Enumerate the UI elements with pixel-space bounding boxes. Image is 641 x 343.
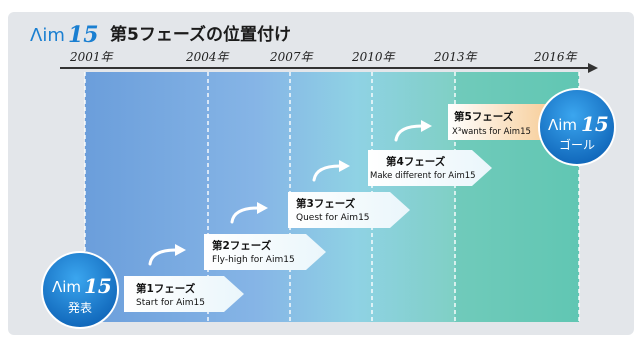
header: Λim 15 第5フェーズの位置付け [30,22,291,48]
year-label-2001: 2001年 [69,50,115,64]
connector-arrow-2 [230,206,260,224]
phase-arrow-1: 第1フェーズ Start for Aim15 [124,276,244,312]
connector-arrow-3 [312,164,342,182]
phase-subtitle-5: X³wants for Aim15 [452,127,531,137]
start-badge-label: 発表 [68,301,92,315]
connector-arrowheads [175,120,432,256]
year-label-2004: 2004年 [185,50,231,64]
year-label-2007: 2007年 [269,50,315,64]
phase-arrow-5: 第5フェーズ X³wants for Aim15 [448,104,566,140]
start-badge-logo-prefix: Λim [52,278,81,296]
phase-arrow-shape-5 [448,104,566,140]
phase-arrow-2: 第2フェーズ Fly-high for Aim15 [204,234,326,270]
phase-title-4: 第4フェーズ [386,155,446,168]
phase-arrow-4: 第4フェーズ Make different for Aim15 [368,150,492,186]
phase-title-2: 第2フェーズ [212,239,272,252]
phase-arrow-shape-3 [288,192,410,228]
phase-title-3: 第3フェーズ [296,197,356,210]
year-label-2016: 2016年 [533,50,579,64]
goal-badge-logo-number: 15 [581,112,609,136]
phase-subtitle-3: Quest for Aim15 [296,213,370,223]
year-label-2010: 2010年 [351,50,397,64]
page-title: 第5フェーズの位置付け [110,24,291,45]
connector-head-1 [175,244,186,256]
start-badge-circle [41,251,119,329]
connector-arrow-4 [394,124,424,142]
phase-subtitle-1: Start for Aim15 [136,298,205,308]
year-label-2013: 2013年 [433,50,479,64]
phase-title-5: 第5フェーズ [454,110,514,123]
phase-arrow-3: 第3フェーズ Quest for Aim15 [288,192,410,228]
goal-badge: Λim 15 ゴール [538,88,616,166]
connector-head-3 [339,160,350,172]
goal-badge-label: ゴール [559,137,595,152]
phase-arrow-shape-1 [124,276,244,312]
header-logo-prefix: Λim [30,25,65,46]
header-logo-number: 15 [68,22,99,48]
goal-badge-logo-prefix: Λim [548,116,577,134]
timeline-arrowhead [588,63,598,73]
phase-subtitle-2: Fly-high for Aim15 [212,255,295,265]
phase-subtitle-4: Make different for Aim15 [370,171,476,181]
connector-head-4 [421,120,432,132]
phase-title-1: 第1フェーズ [136,282,196,295]
phase-arrow-shape-2 [204,234,326,270]
connector-head-2 [257,202,268,214]
start-badge-logo-number: 15 [84,274,112,298]
start-badge: Λim 15 発表 [41,251,119,329]
connector-arrow-1 [148,248,178,266]
phase-arrow-shape-4 [368,150,492,186]
timeline: 2001年 2004年 2007年 2010年 2013年 2016年 [60,50,598,73]
connector-arrows [148,124,424,266]
goal-badge-circle [538,88,616,166]
